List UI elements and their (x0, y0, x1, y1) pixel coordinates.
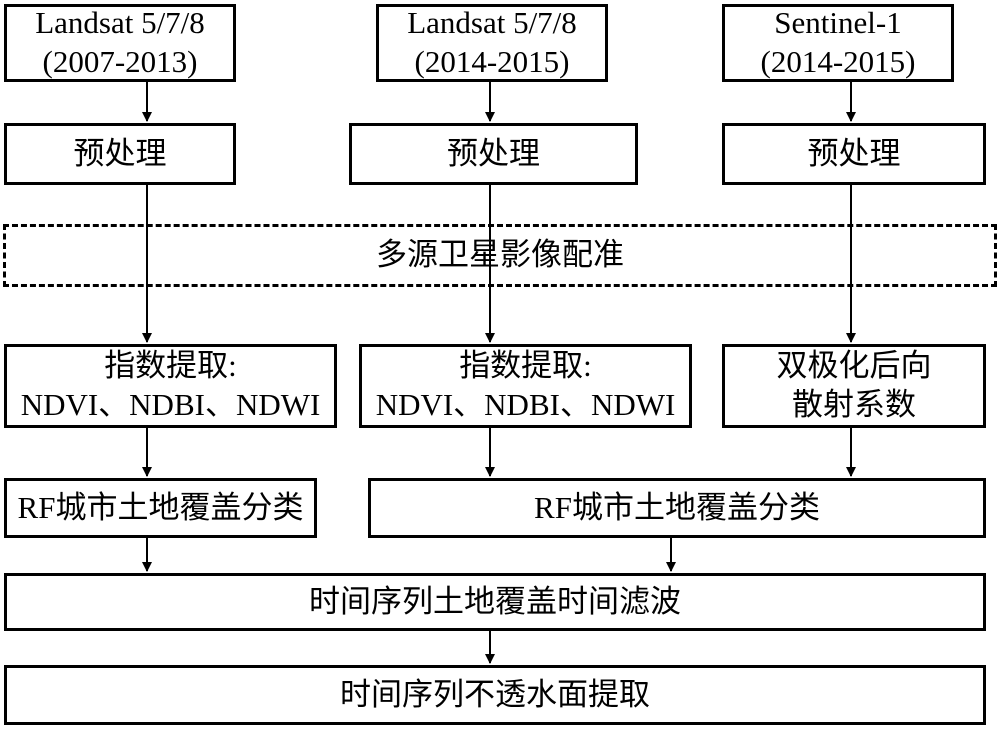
feature-title: 指数提取: (459, 348, 592, 384)
source-period: (2014-2015) (414, 44, 570, 79)
classification-box-2: RF城市土地覆盖分类 (368, 478, 986, 538)
source-name: Landsat 5/7/8 (35, 5, 205, 41)
source-box-landsat-2014-2015: Landsat 5/7/8 (2014-2015) (376, 4, 608, 82)
source-box-sentinel1: Sentinel-1 (2014-2015) (722, 4, 954, 82)
classification-label: RF城市土地覆盖分类 (534, 489, 820, 525)
source-period: (2014-2015) (760, 44, 916, 79)
classification-label: RF城市土地覆盖分类 (17, 489, 304, 525)
preprocess-label: 预处理 (447, 135, 540, 171)
feature-desc: 散射系数 (792, 387, 916, 422)
output-box: 时间序列不透水面提取 (4, 665, 986, 725)
temporal-filter-label: 时间序列土地覆盖时间滤波 (309, 583, 681, 619)
preprocess-box-3: 预处理 (722, 123, 986, 185)
classification-box-1: RF城市土地覆盖分类 (4, 478, 317, 538)
feature-title: 双极化后向 (776, 348, 932, 384)
output-label: 时间序列不透水面提取 (340, 676, 650, 712)
temporal-filter-box: 时间序列土地覆盖时间滤波 (4, 573, 986, 631)
registration-box: 多源卫星影像配准 (3, 224, 997, 287)
feature-box-2: 指数提取: NDVI、NDBI、NDWI (359, 344, 692, 428)
source-name: Sentinel-1 (774, 5, 902, 41)
feature-box-3: 双极化后向 散射系数 (722, 344, 986, 428)
feature-box-1: 指数提取: NDVI、NDBI、NDWI (4, 344, 337, 428)
source-period: (2007-2013) (42, 44, 198, 79)
preprocess-label: 预处理 (73, 135, 167, 171)
source-box-landsat-2007-2013: Landsat 5/7/8 (2007-2013) (4, 4, 236, 82)
preprocess-box-1: 预处理 (4, 123, 236, 185)
feature-indices: NDVI、NDBI、NDWI (375, 387, 676, 422)
registration-label: 多源卫星影像配准 (376, 237, 624, 273)
feature-title: 指数提取: (104, 348, 237, 384)
preprocess-label: 预处理 (807, 135, 901, 171)
preprocess-box-2: 预处理 (349, 123, 638, 185)
source-name: Landsat 5/7/8 (407, 5, 577, 41)
feature-indices: NDVI、NDBI、NDWI (20, 387, 321, 422)
